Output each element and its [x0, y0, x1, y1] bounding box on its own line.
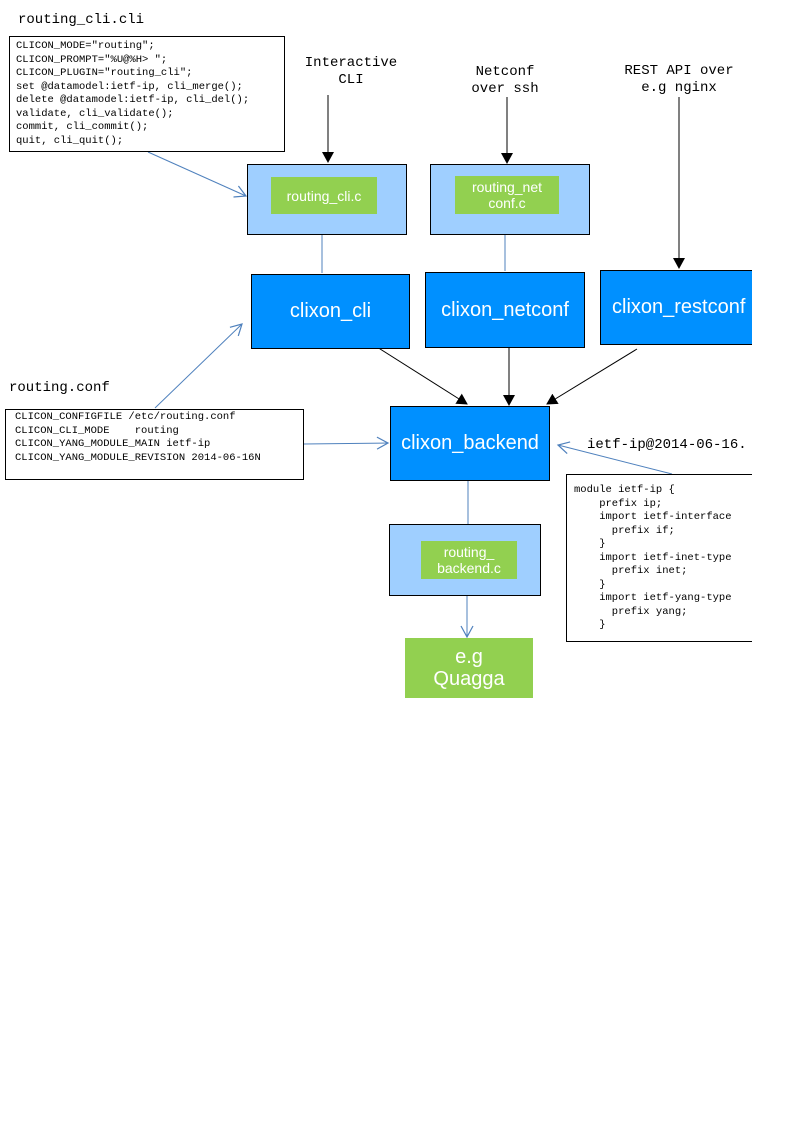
code-line: CLICON_YANG_MODULE_REVISION 2014-06-16N	[15, 451, 261, 464]
input-netconf-label: Netconf over ssh	[471, 64, 539, 97]
code-line: prefix ip;	[574, 497, 663, 510]
code-line: CLICON_CLI_MODE routing	[15, 424, 179, 437]
code-line: quit, cli_quit();	[16, 134, 124, 147]
arrow-cli-backend	[376, 346, 468, 405]
yang-file-box: module ietf-ip { prefix ip; import ietf-…	[566, 474, 752, 642]
code-line: prefix yang;	[574, 605, 688, 618]
netconf-plugin: routing_net conf.c	[455, 176, 559, 214]
conf-file-title: routing.conf	[9, 380, 110, 396]
clixon-restconf: clixon_restconf	[600, 270, 752, 345]
cli-file-title: routing_cli.cli	[18, 12, 145, 28]
code-line: }	[574, 538, 606, 550]
code-line: CLICON_PLUGIN="routing_cli";	[16, 67, 193, 79]
link-conf-backend	[303, 436, 390, 450]
code-line: commit, cli_commit();	[16, 121, 149, 133]
code-line: import ietf-inet-type	[574, 551, 732, 564]
code-line: set @datamodel:ietf-ip, cli_merge();	[16, 80, 243, 93]
code-line: CLICON_CONFIGFILE /etc/routing.conf	[15, 411, 236, 423]
clixon-backend: clixon_backend	[390, 406, 550, 481]
yang-file-title: ietf-ip@2014-06-16.	[587, 437, 747, 453]
code-line: delete @datamodel:ietf-ip, cli_del();	[16, 94, 250, 106]
link-clifile	[147, 151, 248, 198]
code-line: prefix if;	[574, 524, 675, 537]
code-line: }	[574, 578, 606, 591]
code-line: CLICON_MODE="routing";	[16, 40, 155, 52]
link-conf-cli	[154, 323, 243, 409]
code-line: import ietf-yang-type	[574, 592, 732, 604]
code-line: }	[574, 619, 606, 631]
code-line: module ietf-ip {	[574, 484, 675, 496]
code-line: CLICON_YANG_MODULE_MAIN ietf-ip	[15, 438, 211, 450]
link-yang-backend	[556, 441, 673, 475]
arrows	[147, 95, 685, 639]
code-line: CLICON_PROMPT="%U@%H> ";	[16, 53, 168, 66]
clixon-netconf: clixon_netconf	[425, 272, 585, 348]
arrow-restconf-backend	[546, 348, 638, 405]
input-restconf-label: REST API over e.g nginx	[624, 63, 734, 96]
cli-plugin: routing_cli.c	[271, 177, 377, 214]
clixon-cli: clixon_cli	[251, 274, 410, 349]
backend-plugin: routing_ backend.c	[421, 541, 517, 579]
code-line: import ietf-interface	[574, 511, 732, 523]
input-cli-label: Interactive CLI	[304, 55, 398, 88]
code-line: validate, cli_validate();	[16, 107, 174, 120]
code-line: prefix inet;	[574, 565, 688, 577]
cli-file-box: CLICON_MODE="routing";CLICON_PROMPT="%U@…	[9, 36, 285, 152]
quagga-target: e.g Quagga	[405, 638, 533, 698]
